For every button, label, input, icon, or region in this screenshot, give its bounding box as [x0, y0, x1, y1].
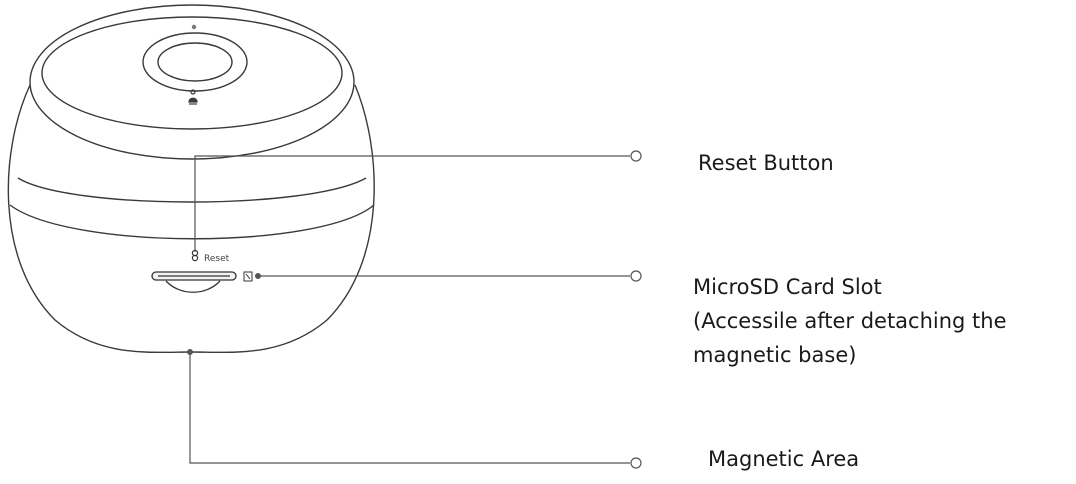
magnet-leader-line [189, 352, 630, 464]
sd-leader-start [255, 273, 262, 280]
band-seam-upper [17, 177, 367, 203]
reset-leader-line [194, 155, 630, 252]
reset-leader-end [630, 150, 642, 162]
sensor-dot [191, 24, 197, 30]
microsd-slot-title: MicroSD Card Slot [693, 275, 882, 299]
magnetic-area-label: Magnetic Area [708, 442, 859, 476]
microsd-slot-note-line2: magnetic base) [693, 343, 857, 367]
callout-lines [187, 150, 642, 469]
microsd-slot-note-line1: (Accessile after detaching the [693, 309, 1007, 333]
top-cap-outer [29, 4, 355, 160]
reset-button-label: Reset Button [698, 146, 834, 180]
sphere-outline [7, 84, 375, 354]
microsd-slot-label: MicroSD Card Slot (Accessile after detac… [693, 270, 1007, 372]
microsd-slot [151, 271, 237, 293]
lens-ring-inner [157, 42, 233, 82]
band-seam-lower [9, 204, 375, 240]
microphone-icon [188, 89, 198, 105]
sd-leader-end [630, 270, 642, 282]
magnet-leader-start [187, 349, 194, 356]
sd-card-icon [243, 271, 253, 282]
camera-body [7, 4, 375, 354]
magnetic-area-text: Magnetic Area [708, 447, 860, 471]
reset-marking-text: Reset [204, 254, 230, 264]
magnet-leader-end [630, 457, 642, 469]
top-cap-inner [41, 16, 343, 130]
reset-button-text: Reset Button [698, 151, 834, 175]
